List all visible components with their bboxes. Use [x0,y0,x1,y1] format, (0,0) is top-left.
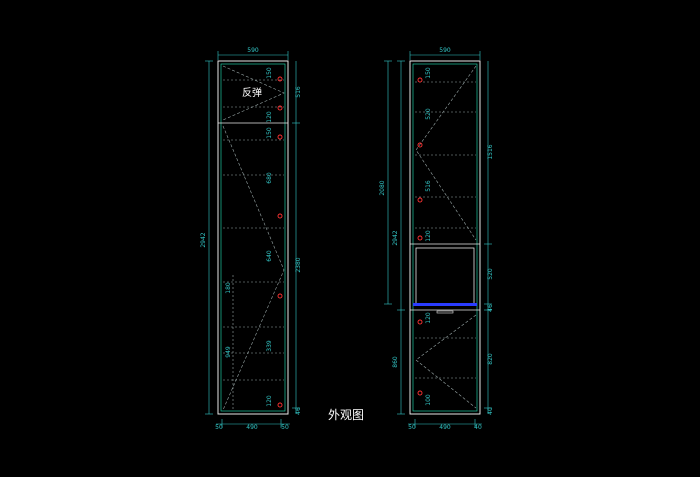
right-cabinet-inner [412,63,478,412]
right-cabinet: 590 50 490 40 2080 2942 860 1516 520 46 … [379,47,494,431]
right-inner-dim-2: 520 [425,108,432,120]
right-right-dim-4: 820 [487,353,494,365]
left-cabinet-outline [217,60,289,415]
left-dimension-lines [205,51,300,428]
right-right-dim-1: 1516 [487,144,494,159]
left-right-dim-2: 2380 [295,257,302,272]
right-inner-dim-3: 516 [425,180,432,192]
left-inner-lower-dim-2: 949 [225,346,232,358]
right-right-dim-2: 520 [487,268,494,280]
left-shelves [223,79,284,410]
right-inner-dim-1: 150 [425,67,432,79]
fan-tan-label: 反弹 [242,86,262,99]
right-right-dim-5: 40 [487,407,494,415]
right-inner-dim-4: 120 [425,230,432,242]
left-right-dim-3: 46 [295,407,302,415]
left-inner-dim-6: 339 [266,340,273,352]
left-inner-dim-7: 120 [266,395,273,407]
right-total-height: 2942 [392,230,399,245]
right-inner-dim-6: 100 [425,394,432,406]
left-right-dim-1: 516 [295,86,302,98]
left-inner-dim-3: 150 [266,127,273,139]
right-bottom-dim-3: 40 [474,424,482,431]
left-hinges [277,76,283,408]
right-dimension-lines [384,51,492,428]
left-total-height: 2942 [200,232,207,247]
right-cabinet-outline [409,60,481,415]
drawing-title: 外观图 [328,408,364,422]
right-hinges [417,77,423,396]
right-outer-height: 2080 [379,180,386,195]
left-bottom-dim-1: 50 [215,424,223,431]
right-lower-height: 860 [392,356,399,368]
left-bottom-dim-3: 50 [281,424,289,431]
left-inner-dim-5: 640 [266,250,273,262]
left-top-width: 590 [247,47,259,54]
left-inner-dim-4: 680 [266,172,273,184]
right-top-width: 590 [439,47,451,54]
left-inner-dim-2: 120 [266,111,273,123]
right-right-dim-3: 46 [487,304,494,312]
right-door-diagonals [415,65,477,409]
left-inner-dim-1: 150 [266,67,273,79]
right-accent-bar [413,303,477,306]
left-bottom-dim-2: 490 [246,424,258,431]
right-inner-dim-5: 120 [425,312,432,324]
left-inner-lower-dim-1: 180 [225,282,232,294]
left-cabinet: 590 50 490 50 2942 516 2380 46 150 120 1… [200,47,302,431]
left-cabinet-inner [220,63,286,412]
right-bottom-dim-1: 50 [408,424,416,431]
right-bottom-dim-2: 490 [439,424,451,431]
left-door-diagonals [222,65,285,411]
right-drawer-handle [436,310,454,314]
